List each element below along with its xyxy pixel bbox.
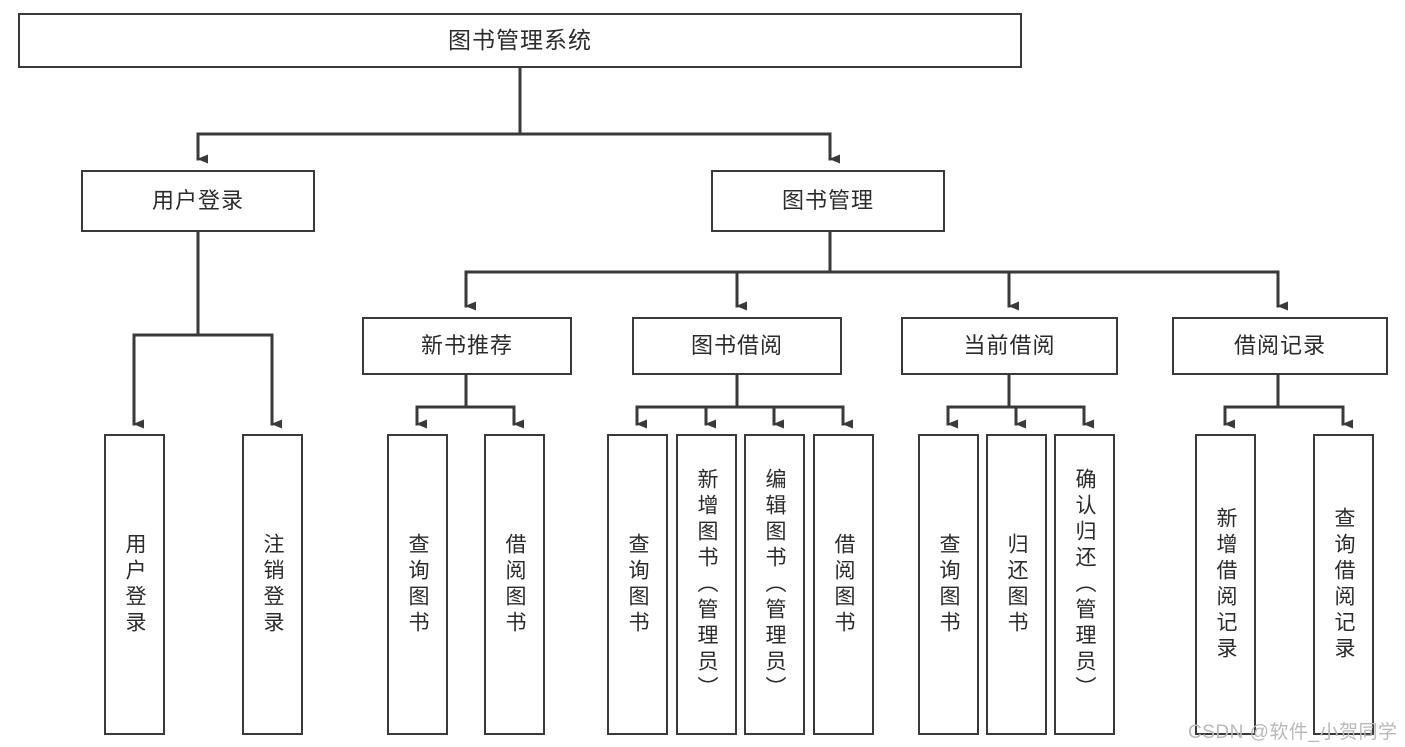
leaf-query-book-3-label: 查询图书 [937, 532, 960, 637]
node-book-borrow-label: 图书借阅 [690, 332, 783, 358]
node-borrow-record[interactable]: 借阅记录 [1172, 317, 1388, 375]
node-book-borrow[interactable]: 图书借阅 [632, 317, 842, 375]
node-book-manage[interactable]: 图书管理 [711, 170, 945, 232]
node-new-book-recommend[interactable]: 新书推荐 [362, 317, 572, 375]
leaf-return-book-label: 归还图书 [1005, 532, 1028, 637]
leaf-add-book-label: 新增图书（管理员） [695, 467, 718, 702]
leaf-borrow-book-2[interactable]: 借阅图书 [813, 434, 874, 735]
leaf-query-book-2[interactable]: 查询图书 [607, 434, 668, 735]
watermark-text: CSDN @软件_小贺同学 [1188, 722, 1398, 743]
leaf-logout-label: 注销登录 [261, 532, 284, 637]
leaf-user-login[interactable]: 用户登录 [104, 434, 165, 735]
leaf-edit-book-label: 编辑图书（管理员） [763, 467, 786, 702]
leaf-borrow-book-1[interactable]: 借阅图书 [484, 434, 545, 735]
leaf-confirm-return-label: 确认归还（管理员） [1073, 467, 1096, 702]
node-root-label: 图书管理系统 [448, 26, 592, 53]
node-user-login[interactable]: 用户登录 [81, 170, 315, 232]
leaf-borrow-book-1-label: 借阅图书 [503, 532, 526, 637]
node-current-borrow[interactable]: 当前借阅 [901, 317, 1118, 375]
leaf-add-record[interactable]: 新增借阅记录 [1195, 434, 1256, 735]
leaf-query-book-1[interactable]: 查询图书 [387, 434, 448, 735]
node-new-book-recommend-label: 新书推荐 [420, 332, 513, 358]
node-current-borrow-label: 当前借阅 [963, 332, 1056, 358]
node-user-login-label: 用户登录 [151, 187, 244, 213]
leaf-query-book-1-label: 查询图书 [406, 532, 429, 637]
leaf-query-book-2-label: 查询图书 [626, 532, 649, 637]
leaf-user-login-label: 用户登录 [123, 532, 146, 637]
leaf-edit-book[interactable]: 编辑图书（管理员） [744, 434, 805, 735]
leaf-return-book[interactable]: 归还图书 [986, 434, 1047, 735]
leaf-query-record[interactable]: 查询借阅记录 [1313, 434, 1374, 735]
leaf-query-book-3[interactable]: 查询图书 [918, 434, 979, 735]
node-root[interactable]: 图书管理系统 [18, 13, 1022, 68]
leaf-borrow-book-2-label: 借阅图书 [832, 532, 855, 637]
node-book-manage-label: 图书管理 [781, 187, 874, 213]
leaf-logout[interactable]: 注销登录 [242, 434, 303, 735]
leaf-add-book[interactable]: 新增图书（管理员） [676, 434, 737, 735]
leaf-add-record-label: 新增借阅记录 [1214, 506, 1237, 663]
leaf-query-record-label: 查询借阅记录 [1332, 506, 1355, 663]
leaf-confirm-return[interactable]: 确认归还（管理员） [1054, 434, 1115, 735]
node-borrow-record-label: 借阅记录 [1233, 332, 1326, 358]
